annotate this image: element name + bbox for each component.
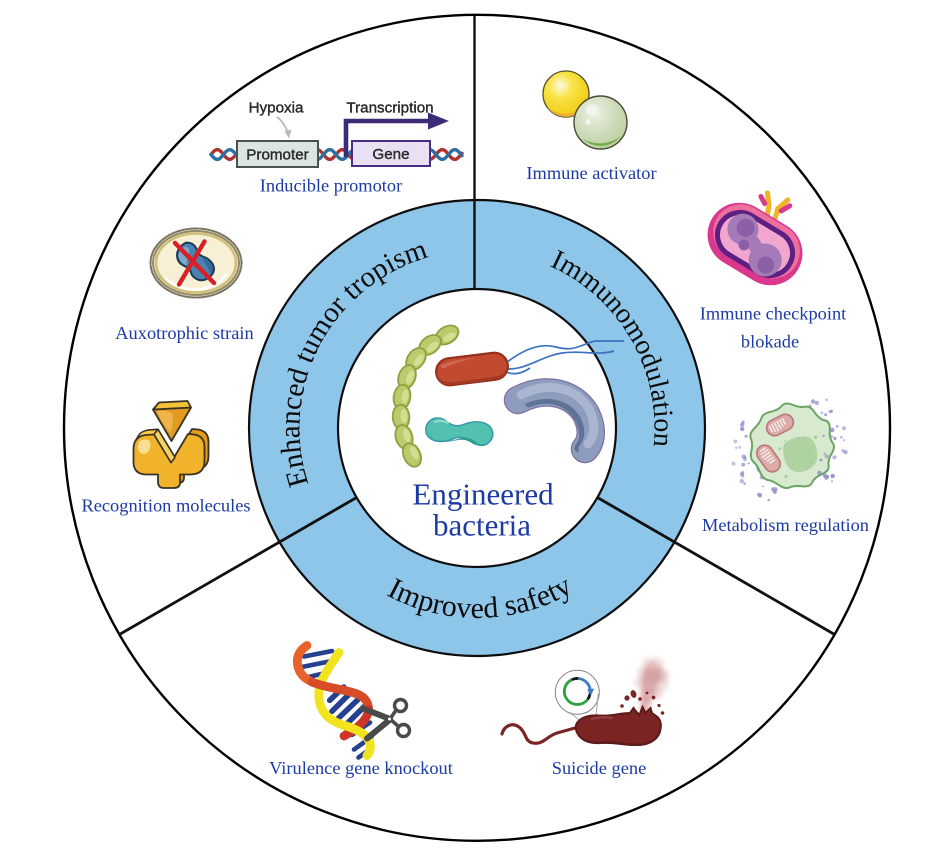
svg-text:bacteria: bacteria bbox=[433, 508, 531, 543]
svg-text:Gene: Gene bbox=[372, 146, 409, 163]
svg-text:Immune activator: Immune activator bbox=[526, 163, 656, 183]
svg-text:Inducible promotor: Inducible promotor bbox=[260, 176, 403, 196]
svg-text:Metabolism regulation: Metabolism regulation bbox=[702, 515, 869, 535]
svg-text:Promoter: Promoter bbox=[246, 147, 308, 164]
svg-text:Auxotrophic strain: Auxotrophic strain bbox=[115, 323, 253, 343]
svg-text:Immune checkpoint: Immune checkpoint bbox=[700, 304, 847, 324]
svg-text:Virulence gene knockout: Virulence gene knockout bbox=[269, 758, 453, 778]
svg-text:Engineered: Engineered bbox=[412, 477, 554, 512]
svg-text:Hypoxia: Hypoxia bbox=[249, 100, 304, 117]
svg-text:Suicide gene: Suicide gene bbox=[552, 758, 646, 778]
svg-text:Recognition molecules: Recognition molecules bbox=[81, 496, 250, 516]
svg-text:blokade: blokade bbox=[741, 332, 799, 352]
svg-text:Transcription: Transcription bbox=[346, 100, 433, 117]
